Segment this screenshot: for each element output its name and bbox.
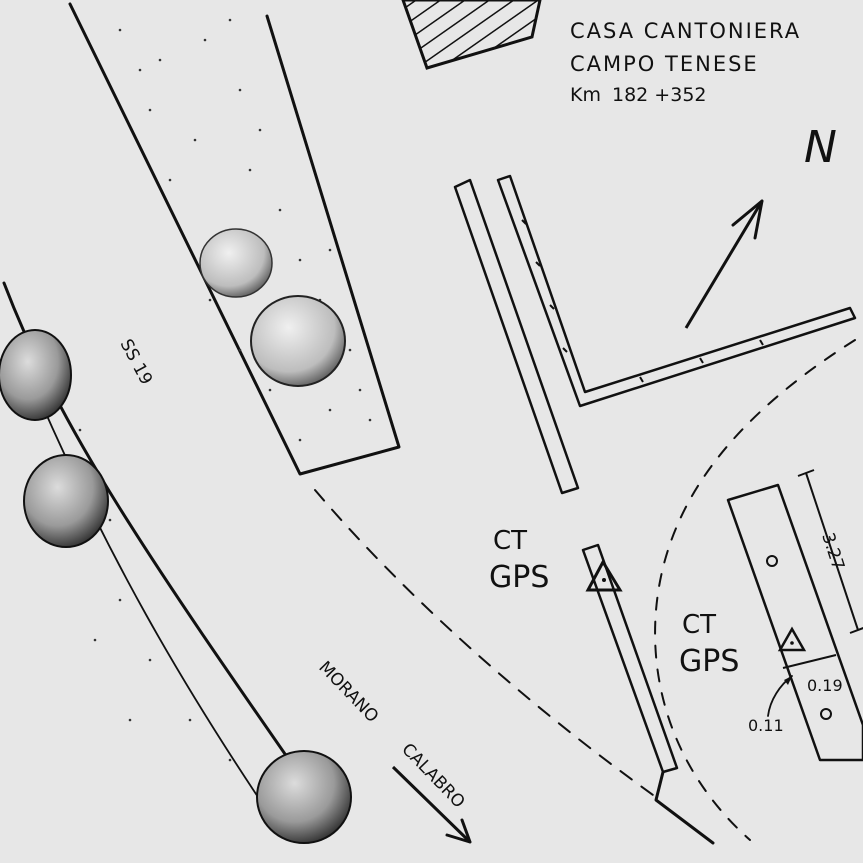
detail-point-1 bbox=[766, 555, 778, 567]
road-code: SS 19 bbox=[116, 336, 156, 388]
dimension-offset-b: 0.11 bbox=[748, 716, 784, 735]
benchmark-1-line1: CT bbox=[493, 526, 527, 556]
km-label: Km bbox=[570, 84, 601, 106]
dimension-length: 3.27 bbox=[817, 530, 848, 572]
bush-road-2 bbox=[23, 454, 109, 548]
dimension-leader-head bbox=[784, 676, 792, 685]
benchmark-2-line1: CT bbox=[682, 610, 716, 640]
bush-island-2 bbox=[250, 295, 346, 387]
detail-line bbox=[782, 654, 837, 669]
traffic-island bbox=[68, 2, 401, 476]
direction-line2: CALABRO bbox=[397, 740, 468, 813]
direction-line1: MORANO bbox=[314, 658, 382, 727]
detail-point-2 bbox=[820, 708, 832, 720]
fence-l-shape bbox=[496, 174, 857, 408]
km-value: 182 +352 bbox=[612, 84, 707, 106]
dimension-offset-a: 0.19 bbox=[807, 676, 843, 695]
building-hatched bbox=[401, 0, 542, 70]
north-arrow-icon bbox=[684, 199, 764, 329]
road-centre-dashed bbox=[314, 489, 661, 801]
north-letter: N bbox=[804, 122, 837, 173]
site-name-line2: CAMPO TENESE bbox=[570, 52, 759, 76]
bush-road-3 bbox=[256, 750, 352, 844]
kerb-strip-2 bbox=[581, 543, 679, 774]
triangle-benchmark-icon bbox=[777, 626, 807, 652]
site-name-line1: CASA CANTONIERA bbox=[570, 19, 801, 43]
bush-island-1 bbox=[199, 228, 273, 298]
benchmark-2-line2: GPS bbox=[679, 644, 739, 679]
island-stipple bbox=[118, 18, 372, 442]
direction-arrow-icon bbox=[391, 765, 472, 844]
benchmark-1-line2: GPS bbox=[489, 560, 549, 595]
bush-road-1 bbox=[0, 329, 72, 421]
dimension-line bbox=[797, 469, 863, 634]
triangle-benchmark-icon bbox=[585, 558, 623, 592]
detail-plinth bbox=[726, 483, 863, 762]
turning-arc-dashed bbox=[654, 339, 856, 841]
strip-end bbox=[654, 770, 715, 845]
kerb-strip bbox=[453, 178, 580, 495]
fence-ticks bbox=[521, 219, 764, 383]
